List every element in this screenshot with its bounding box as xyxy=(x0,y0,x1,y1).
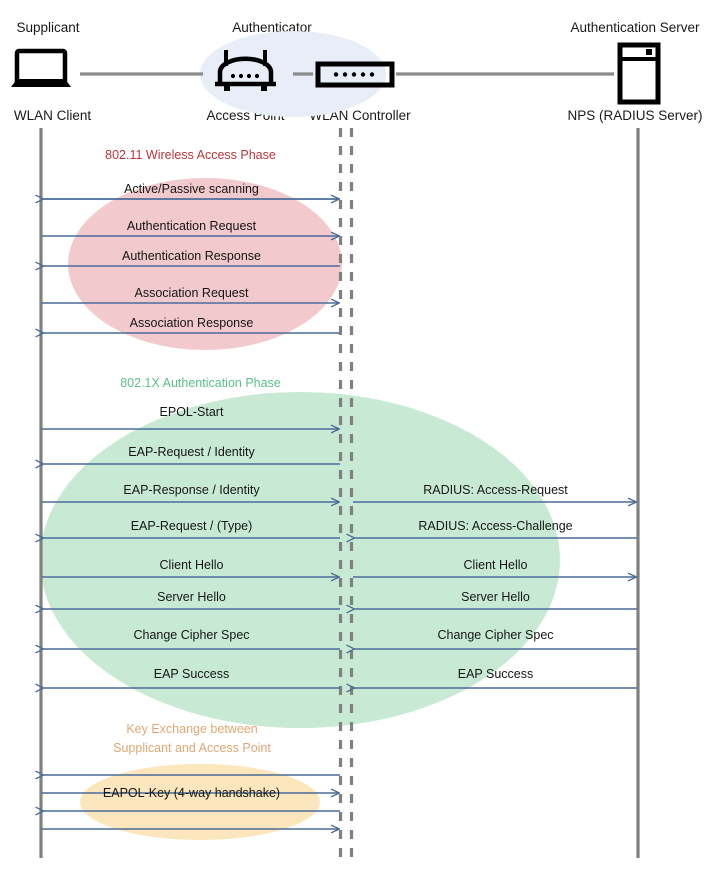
msg-label-eapol-key-handshake: EAPOL-Key (4-way handshake) xyxy=(102,786,281,800)
phase-ellipse-key-exchange xyxy=(80,764,320,840)
msg-label-eap-success-left: EAP Success xyxy=(153,667,230,681)
msg-label-association-response: Association Response xyxy=(129,316,254,330)
laptop-icon xyxy=(11,48,71,87)
phase-ellipse-wireless-access xyxy=(68,178,342,350)
phase-title-key-exchange-line2: Supplicant and Access Point xyxy=(113,741,271,755)
msg-label-server-hello-left: Server Hello xyxy=(157,590,226,604)
server-icon xyxy=(617,42,661,105)
phase-title-key-exchange-line1: Key Exchange between xyxy=(126,722,258,736)
msg-label-change-cipher-spec-right: Change Cipher Spec xyxy=(437,628,554,642)
phase-title-key-exchange: Key Exchange between Supplicant and Acce… xyxy=(92,720,292,758)
msg-label-server-hello-right: Server Hello xyxy=(461,590,530,604)
msg-label-radius-access-challenge: RADIUS: Access-Challenge xyxy=(418,519,573,533)
msg-label-radius-access-request: RADIUS: Access-Request xyxy=(423,483,568,497)
msg-label-eap-response-identity: EAP-Response / Identity xyxy=(123,483,260,497)
phase-title-dot1x-authentication: 802.1X Authentication Phase xyxy=(120,376,281,390)
msg-label-eap-request-type: EAP-Request / (Type) xyxy=(130,519,253,533)
msg-label-change-cipher-spec-left: Change Cipher Spec xyxy=(133,628,250,642)
msg-label-authentication-request: Authentication Request xyxy=(126,219,257,233)
role-title-authentication-server: Authentication Server xyxy=(570,20,700,35)
device-label-wlan-client: WLAN Client xyxy=(13,108,92,123)
msg-label-client-hello-left: Client Hello xyxy=(159,558,224,572)
role-title-supplicant: Supplicant xyxy=(16,20,80,35)
msg-label-eap-request-identity: EAP-Request / Identity xyxy=(128,445,255,459)
msg-label-association-request: Association Request xyxy=(134,286,249,300)
msg-label-eap-success-right: EAP Success xyxy=(457,667,534,681)
msg-label-client-hello-right: Client Hello xyxy=(463,558,528,572)
msg-label-active-passive-scanning: Active/Passive scanning xyxy=(124,182,259,196)
device-label-nps-radius-server: NPS (RADIUS Server) xyxy=(567,108,703,123)
wlan-controller-icon xyxy=(315,61,395,88)
phase-ellipse-dot1x-auth xyxy=(40,392,560,728)
phase-title-wireless-access: 802.11 Wireless Access Phase xyxy=(105,148,276,162)
msg-label-authentication-response: Authentication Response xyxy=(122,249,261,263)
msg-label-epol-start: EPOL-Start xyxy=(159,405,224,419)
access-point-icon xyxy=(215,50,276,91)
